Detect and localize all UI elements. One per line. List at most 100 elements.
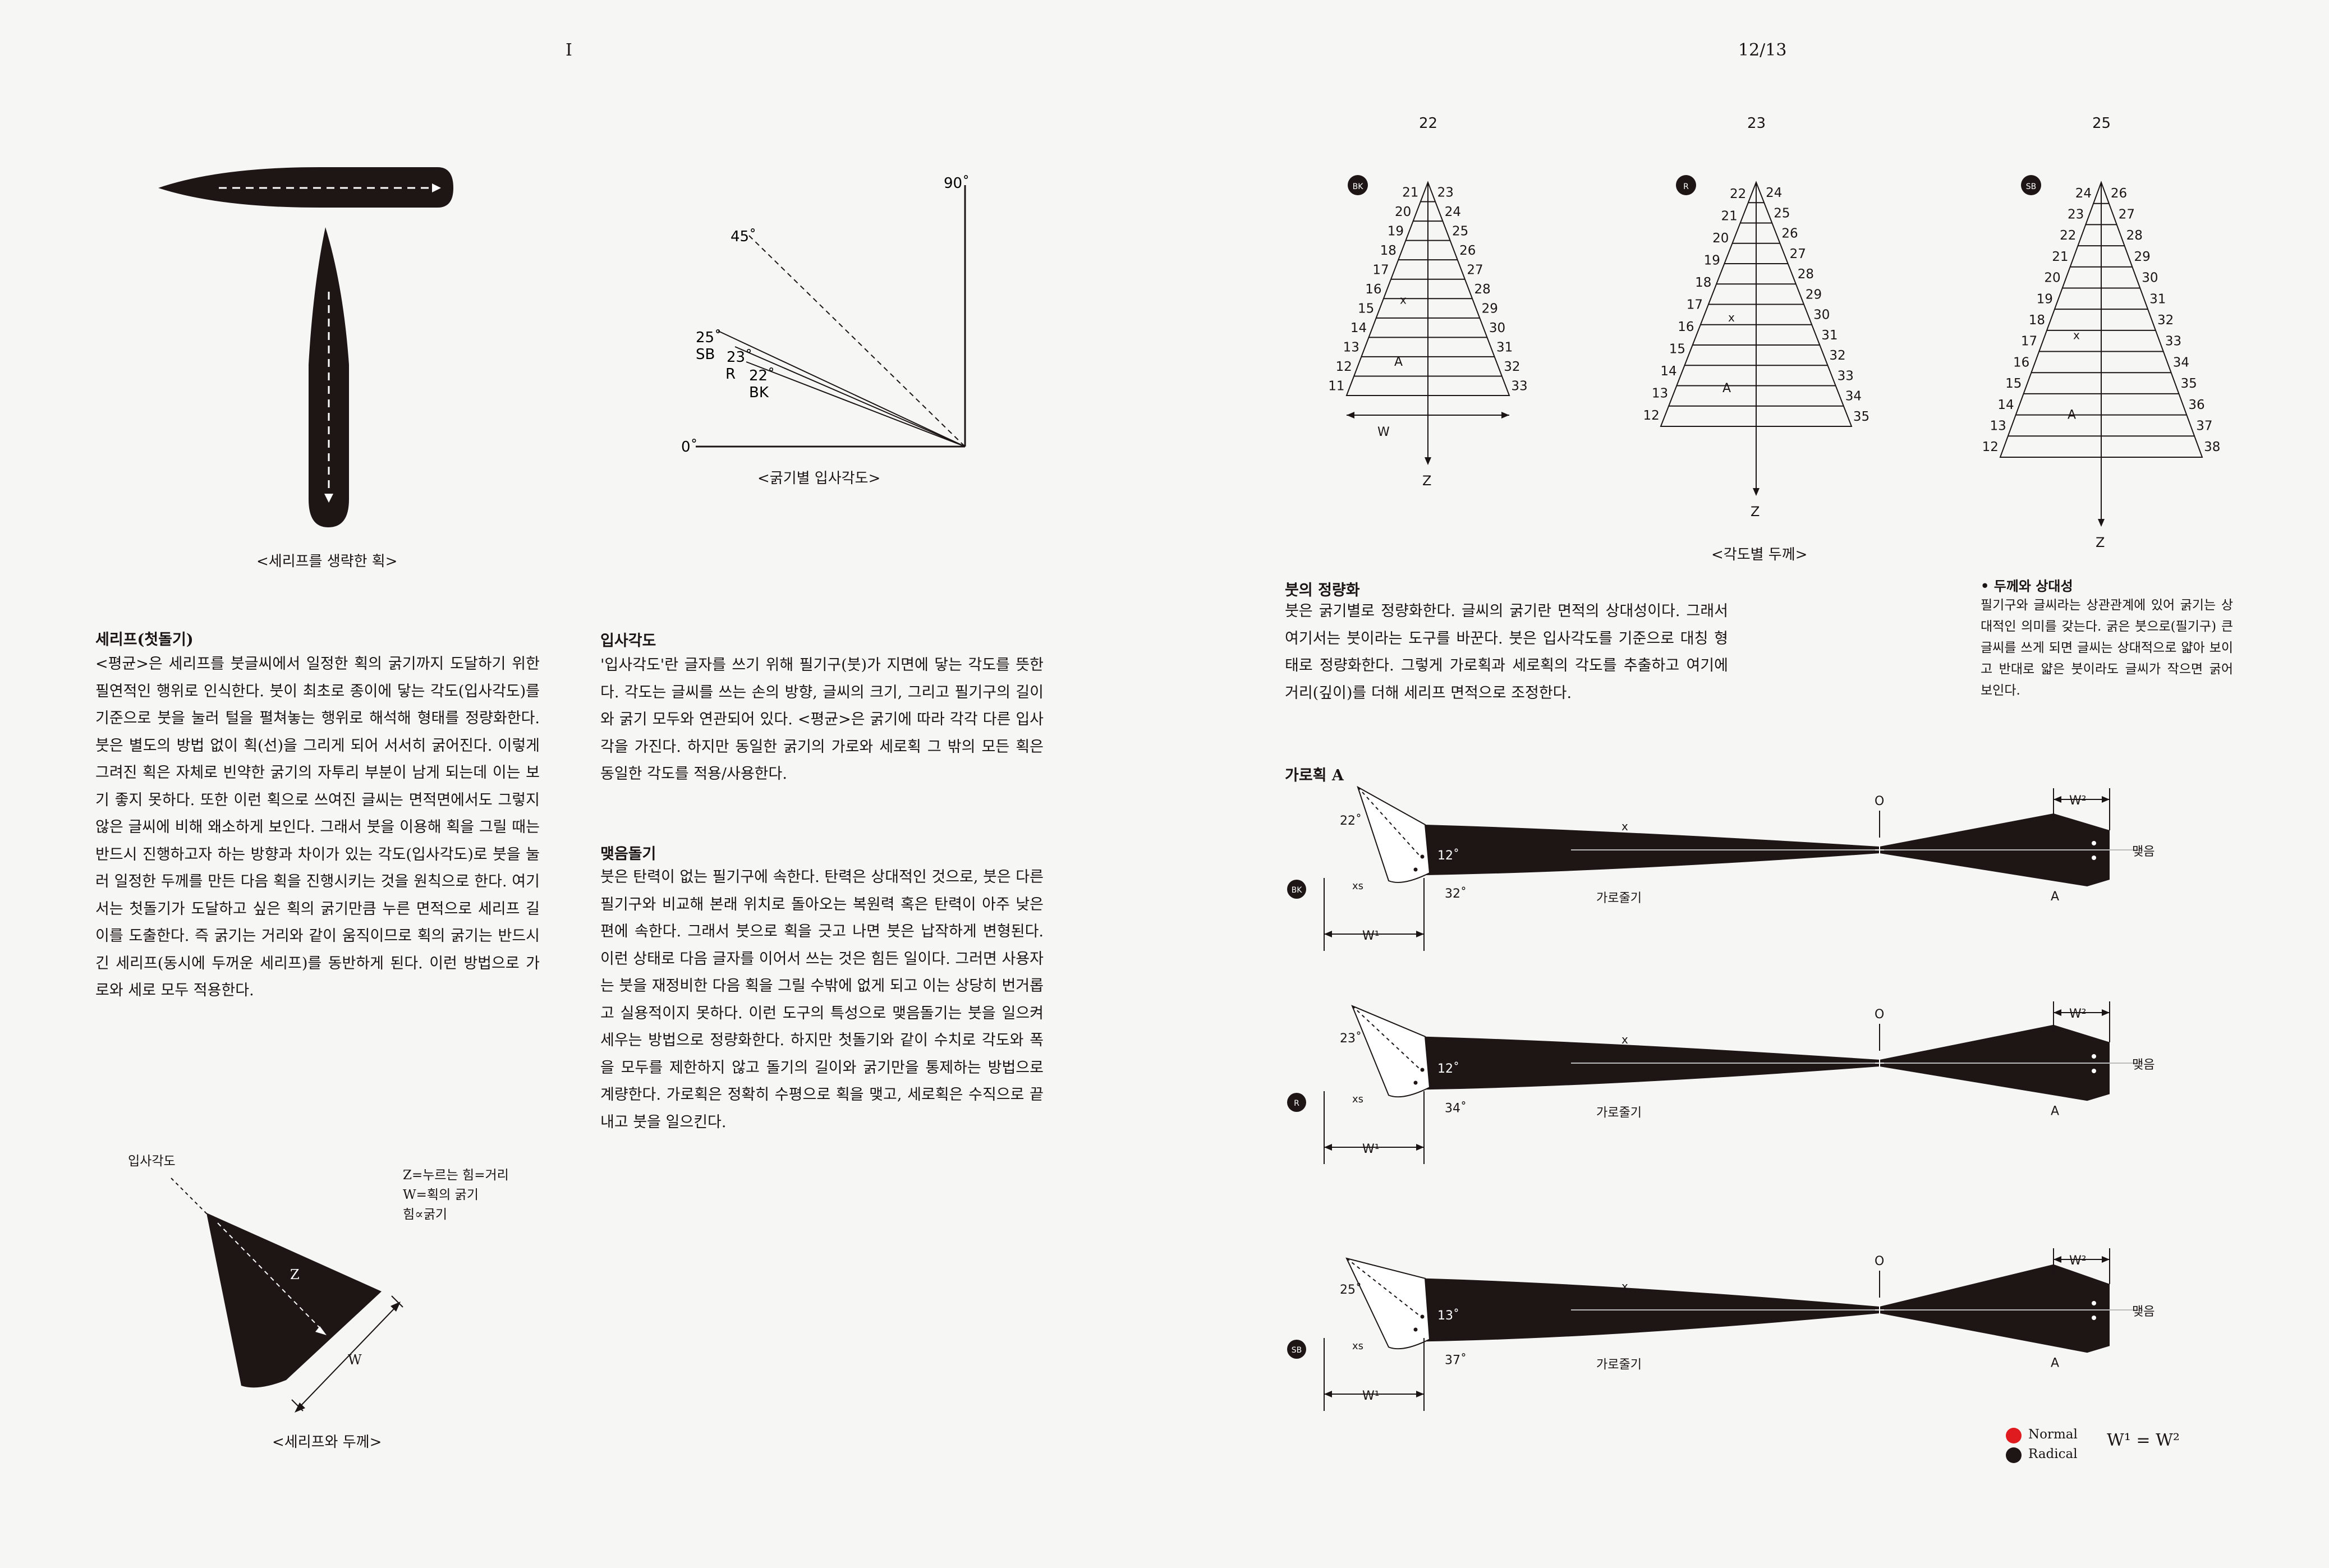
stroke-w1-label: W¹ (1362, 1142, 1380, 1156)
triangle-right-number: 28 (2126, 228, 2143, 243)
stroke-inner-angle: 13˚ (1437, 1309, 1459, 1323)
angle-weight-r: R (725, 366, 736, 383)
triangle-left-number: 13 (1990, 419, 2006, 433)
triangle-right-number: 31 (2149, 292, 2166, 306)
serif-heading: 세리프(첫돌기) (95, 631, 194, 649)
triangle-right-number: 27 (2119, 208, 2135, 222)
triangle-left-number: 13 (1652, 387, 1668, 401)
legend-formula: W¹ = W² (2107, 1431, 2180, 1450)
ending-heading: 맺음돌기 (600, 845, 656, 863)
triangle-right-number: 27 (1467, 263, 1483, 277)
legend-radical-dot (2006, 1447, 2022, 1463)
triangle-right-number: 27 (1790, 247, 1806, 261)
triangle-left-number: 15 (1358, 302, 1374, 316)
triangle-left-number: 14 (1997, 398, 2014, 412)
caption-serif-thickness: <세리프와 두께> (272, 1434, 382, 1451)
stroke-a-label: A (2051, 890, 2059, 904)
triangle-right-number: 32 (1829, 348, 1845, 363)
relativity-body: 필기구와 글씨라는 상관관계에 있어 굵기는 상대적인 의미를 갖는다. 굵은 … (1981, 598, 2233, 698)
angle-tick-0: 0˚ (681, 439, 698, 456)
stroke-o-label: O (1875, 1254, 1884, 1268)
stroke-entry-angle: 25˚ (1340, 1283, 1362, 1297)
triangle-top-value: 25 (2092, 115, 2111, 132)
stroke-x-label: x (1621, 820, 1628, 833)
stroke-w1-label: W¹ (1362, 1389, 1380, 1403)
triangle-left-number: 17 (1687, 298, 1703, 312)
legend-normal-dot (2006, 1428, 2022, 1443)
caption-thickness-by-angle: <각도별 두께> (1711, 546, 1808, 563)
stroke-o-label: O (1875, 1008, 1884, 1022)
triangle-left-number: 19 (1388, 224, 1404, 238)
angle-tick-45: 45˚ (731, 228, 756, 245)
triangle-left-number: 20 (1395, 205, 1411, 219)
triangle-right-number: 26 (1459, 243, 1476, 258)
triangle-left-number: 21 (1402, 185, 1418, 200)
triangle-right-number: 37 (2196, 419, 2212, 433)
stroke-lower-angle: 32˚ (1445, 887, 1467, 901)
triangle-right-number: 28 (1798, 267, 1814, 282)
stroke-badge: SB (1292, 1346, 1302, 1355)
triangle-right-number: 30 (1489, 321, 1505, 335)
triangle-left-number: 11 (1328, 379, 1344, 394)
serif-omitted-illustration (158, 167, 453, 527)
serif-thickness-diagram: Z W (171, 1178, 403, 1413)
triangle-right-number: 32 (2157, 313, 2174, 328)
triangle-badge: SB (2026, 182, 2037, 191)
triangle-left-number: 12 (1335, 360, 1352, 374)
quantify-heading: 붓의 정량화 (1285, 582, 1360, 599)
angle-tick-22: 22˚ (749, 367, 775, 384)
triangle-left-number: 22 (1730, 187, 1746, 201)
triangle-left-number: 12 (1643, 408, 1659, 423)
serif-thickness-z: Z (290, 1267, 300, 1282)
triangle-right-number: 23 (1437, 185, 1454, 200)
triangle-left-number: 19 (1704, 253, 1720, 268)
stroke-x-label: x (1621, 1280, 1628, 1293)
stroke-w2-label: W² (2069, 1254, 2087, 1268)
angle-weight-bk: BK (749, 384, 769, 401)
stroke-inner-angle: 12˚ (1437, 1062, 1459, 1076)
stroke-section-heading: 가로획 A (1285, 767, 1344, 784)
triangle-right-number: 33 (1838, 369, 1854, 383)
triangle-right-number: 26 (1781, 227, 1798, 241)
triangle-top-value: 23 (1747, 115, 1766, 132)
triangle-right-number: 32 (1504, 360, 1520, 374)
stroke-badge: BK (1292, 886, 1303, 895)
stroke-label: 가로줄기 (1596, 891, 1642, 905)
triangle-left-number: 23 (2068, 208, 2084, 222)
triangle-left-number: 16 (2013, 355, 2029, 370)
triangle-top-value: 22 (1419, 115, 1437, 132)
triangle-left-number: 24 (2075, 186, 2092, 201)
triangle-left-number: 18 (1380, 243, 1397, 258)
angle-weight-sb: SB (696, 346, 715, 363)
angle-tick-23: 23˚ (727, 349, 752, 366)
triangle-badge: BK (1353, 182, 1364, 191)
stroke-w1-label: W¹ (1362, 929, 1380, 943)
angle-tick-90: 90˚ (944, 175, 970, 192)
stroke-xs-label: xs (1352, 880, 1363, 892)
triangle-right-number: 33 (1511, 379, 1527, 394)
triangle-left-number: 21 (2052, 250, 2068, 264)
triangle-left-number: 13 (1343, 341, 1359, 355)
triangle-x-label: x (1400, 293, 1407, 307)
triangle-x-label: x (1728, 311, 1735, 324)
triangle-badge: R (1683, 182, 1689, 191)
stroke-lower-angle: 34˚ (1445, 1101, 1467, 1115)
triangle-right-number: 35 (2181, 376, 2197, 391)
triangle-a-label: A (1722, 381, 1731, 396)
stroke-inner-angle: 12˚ (1437, 849, 1459, 863)
stroke-w2-label: W² (2069, 794, 2087, 808)
stroke-xs-label: xs (1352, 1340, 1363, 1352)
serif-body: <평균>은 세리프를 붓글씨에서 일정한 획의 굵기까지 도달하기 위한 필연적… (95, 655, 540, 999)
triangle-right-number: 33 (2165, 334, 2181, 349)
triangle-right-number: 34 (2173, 355, 2189, 370)
triangle-right-number: 30 (1813, 308, 1830, 323)
triangle-a-label: A (1394, 355, 1403, 369)
stroke-end-label: 맺음 (2132, 1058, 2155, 1072)
serif-thickness-legend-1: Z=누르는 힘=거리 (403, 1168, 509, 1183)
triangle-a-label: A (2068, 408, 2076, 422)
ending-body: 붓은 탄력이 없는 필기구에 속한다. 탄력은 상대적인 것으로, 붓은 다른 … (600, 868, 1044, 1131)
triangle-right-number: 25 (1452, 224, 1468, 238)
